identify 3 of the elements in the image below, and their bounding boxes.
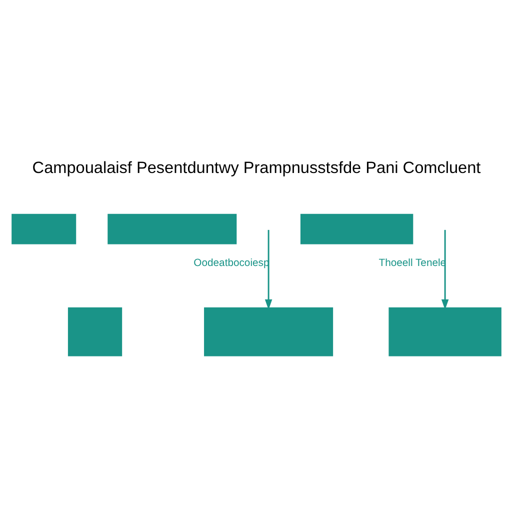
edge-label: Thoeell Tenele — [378, 257, 446, 268]
diagram-title: Campoualaisf Pesentduntwy Prampnusstsfde Pani Comcluent — [32, 158, 480, 177]
edge-label: Oodeatbocoiesp — [193, 257, 269, 268]
